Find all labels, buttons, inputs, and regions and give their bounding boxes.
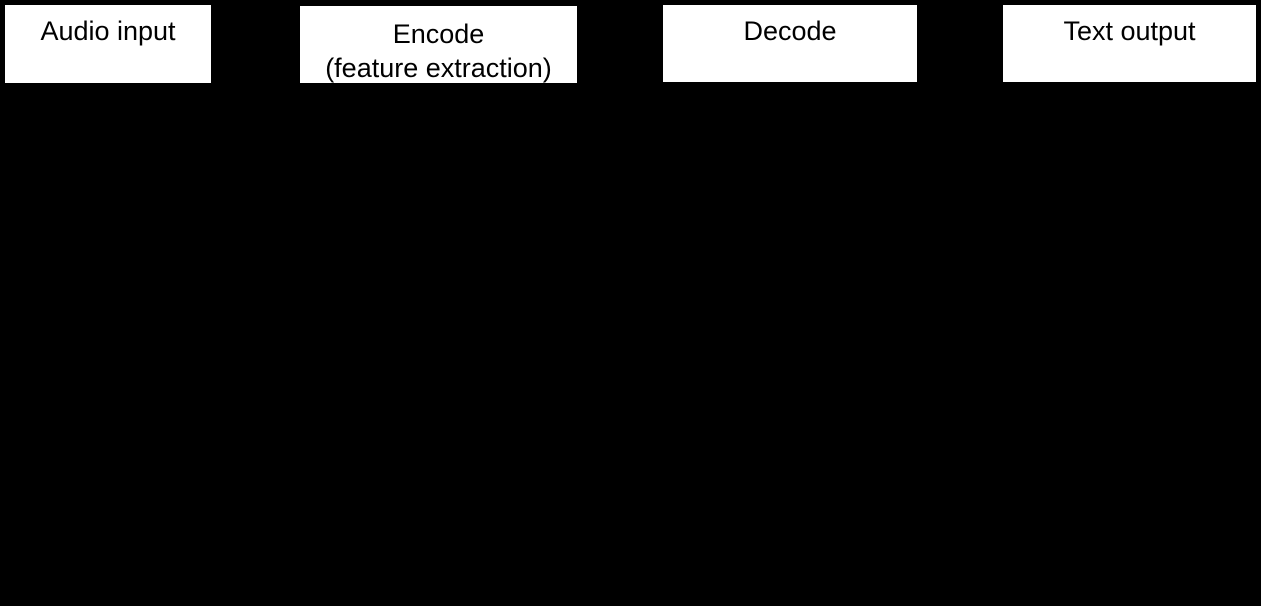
encode-label: Encode <box>392 19 485 49</box>
text-output-label: Text output <box>1063 16 1196 46</box>
decode-box: Decode <box>661 3 919 84</box>
encode-box: Encode (feature extraction) <box>298 4 579 85</box>
encode-sublabel: (feature extraction) <box>325 53 552 83</box>
audio-input-box: Audio input <box>3 3 213 85</box>
audio-input-label: Audio input <box>40 16 176 46</box>
decode-label: Decode <box>743 16 837 46</box>
text-output-box: Text output <box>1001 3 1258 84</box>
